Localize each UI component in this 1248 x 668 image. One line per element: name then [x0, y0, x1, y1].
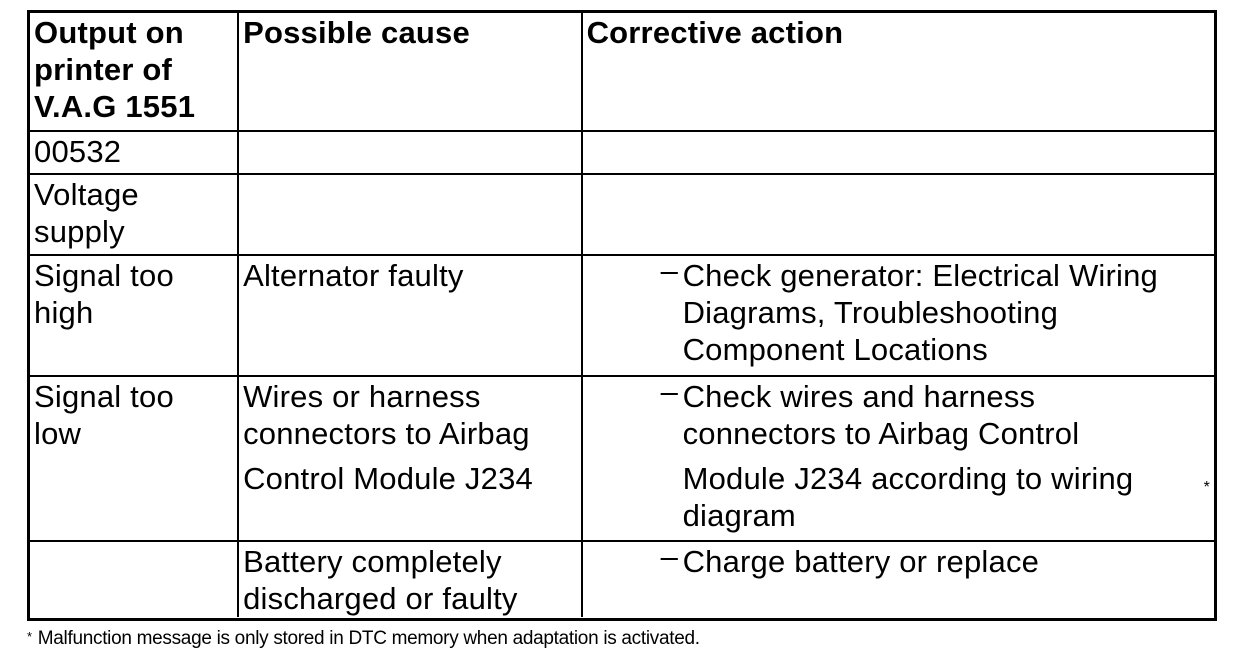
footnote-text: Malfunction message is only stored in DT… [37, 628, 700, 649]
cause-cell [237, 173, 583, 256]
bullet-dash: – [660, 539, 679, 574]
table-row: 00532 [30, 130, 1214, 175]
cause-cell: Alternator faulty [237, 254, 583, 377]
footnote-marker: * [1203, 479, 1210, 496]
table-row: Battery completely discharged or faulty … [30, 539, 1214, 617]
dtc-table: Output on printer of V.A.G 1551 Possible… [30, 13, 1214, 617]
header-possible-cause: Possible cause [237, 13, 583, 132]
action-cell: – Charge battery or replace [580, 539, 1214, 617]
table-header-row: Output on printer of V.A.G 1551 Possible… [30, 13, 1214, 132]
output-cell: Signal too low [30, 375, 240, 542]
output-cell: 00532 [30, 130, 240, 175]
footnote: * Malfunction message is only stored in D… [27, 628, 700, 650]
table-row: Voltage supply [30, 173, 1214, 256]
action-cell: – Check generator: Electrical Wiring Dia… [580, 253, 1214, 377]
bullet-dash: – [660, 253, 679, 288]
cause-cell: Wires or harness connectors to Airbag Co… [237, 375, 583, 542]
table-row: Signal too low Wires or harness connecto… [30, 374, 1214, 542]
header-output: Output on printer of V.A.G 1551 [30, 13, 240, 132]
action-cell [580, 173, 1214, 256]
header-corrective-action: Corrective action [580, 13, 1214, 132]
dtc-table-frame: Output on printer of V.A.G 1551 Possible… [27, 10, 1217, 621]
footnote-marker: * [27, 629, 32, 644]
cause-cell [237, 130, 583, 175]
output-cell: Signal too high [30, 254, 240, 377]
cause-cell: Battery completely discharged or faulty [237, 540, 583, 617]
table-row: Signal too high Alternator faulty – Chec… [30, 253, 1214, 377]
bullet-dash: – [660, 374, 679, 409]
action-cell [580, 130, 1214, 175]
action-cell: – Check wires and harness connectors to … [580, 374, 1214, 542]
output-cell: Voltage supply [30, 173, 240, 256]
output-cell [30, 540, 240, 617]
